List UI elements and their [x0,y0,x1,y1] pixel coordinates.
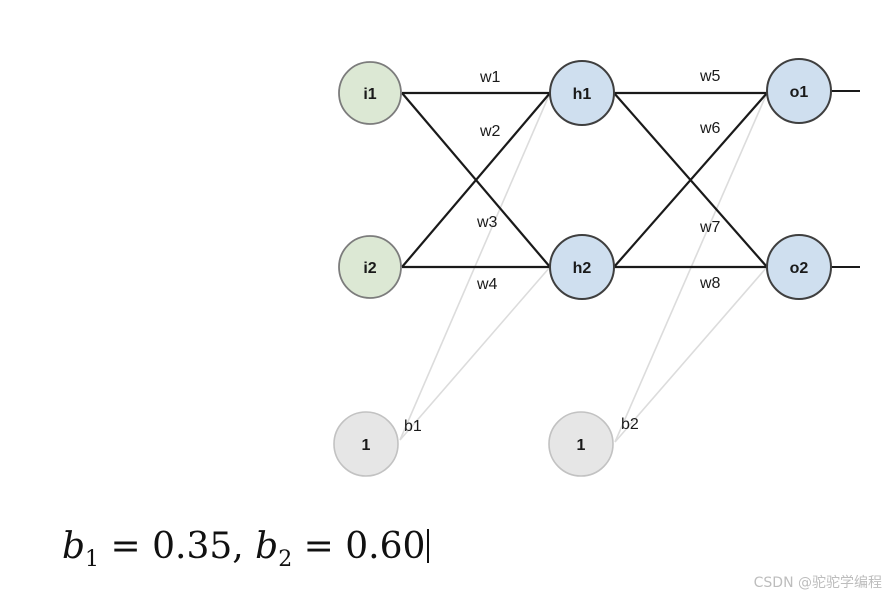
node-o2-circle [766,234,832,300]
node-bias2-label: 1 [577,437,586,454]
node-i1: i1 [338,61,402,125]
bias2-edge-to-o2 [614,266,768,443]
node-h1: h1 [549,60,615,126]
node-o1: o1 [766,58,832,124]
node-h2-circle [549,234,615,300]
weight-label-w7: w7 [699,219,721,236]
node-i1-circle [338,61,402,125]
node-i2: i2 [338,235,402,299]
weight-label-w6: w6 [699,120,721,137]
node-h2-label: h2 [573,260,592,277]
node-bias1: 1 [333,411,399,477]
weight-label-w8: w8 [699,275,721,292]
watermark: CSDN @驼驼学编程 [753,575,882,591]
weight-label-w2: w2 [479,123,501,140]
formula-b1-subscript: 1 [85,547,100,573]
bias1-edge-to-h2 [399,266,551,441]
node-o2-label: o2 [790,260,809,277]
node-o2: o2 [766,234,832,300]
node-i2-label: i2 [363,260,376,277]
node-o1-circle [766,58,832,124]
weight-label-w1: w1 [479,69,501,86]
node-bias2-circle [548,411,614,477]
bias-values-formula: b1 = 0.35, b2 = 0.60 [62,526,429,572]
node-bias1-label: 1 [362,437,371,454]
node-bias2: 1 [548,411,614,477]
edge-i2-h1 [401,92,551,268]
bias-label-b2: b2 [621,416,639,433]
formula-b2-symbol: b [255,526,279,567]
node-h1-label: h1 [573,86,592,103]
node-o1-label: o1 [790,84,809,101]
weight-label-w3: w3 [476,214,498,231]
node-h1-circle [549,60,615,126]
text-cursor [427,529,429,563]
formula-b1-value: = 0.35, [99,526,256,567]
edge-h2-o1 [613,92,768,268]
formula-b2-subscript: 2 [278,547,293,573]
node-i2-circle [338,235,402,299]
node-h2: h2 [549,234,615,300]
node-bias1-circle [333,411,399,477]
weight-label-w4: w4 [476,276,498,293]
formula-b1-symbol: b [62,526,86,567]
bias-label-b1: b1 [404,418,422,435]
weight-label-w5: w5 [699,68,721,85]
formula-b2-value: = 0.60 [292,526,426,567]
node-i1-label: i1 [363,86,376,103]
